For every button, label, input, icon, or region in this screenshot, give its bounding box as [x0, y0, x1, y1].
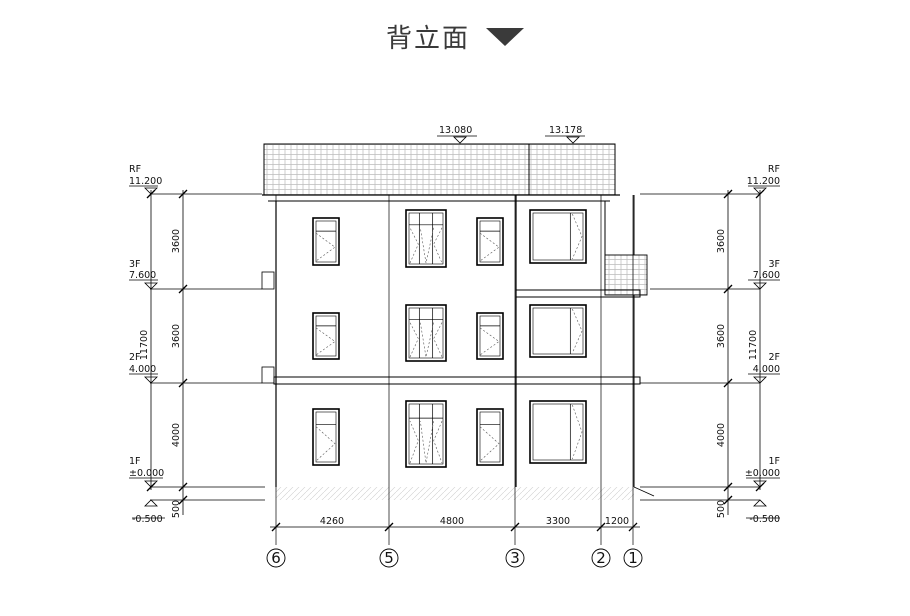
left-level-value: ±0.000	[129, 468, 164, 479]
dim-text: 500	[716, 500, 727, 518]
left-level-name: RF	[129, 164, 141, 175]
svg-text:3: 3	[510, 549, 520, 567]
left-level-value: 7.600	[129, 270, 156, 281]
window	[529, 304, 587, 358]
canopy-roof	[604, 254, 648, 296]
svg-text:1: 1	[628, 549, 638, 567]
left-level-labels: RF 11.200 3F 7.600 2F 4.000 1F ±0.000 -0…	[129, 164, 164, 525]
dim-text: 4800	[440, 516, 464, 527]
dim-text: 3300	[546, 516, 570, 527]
left-vertical-dimensions: 3600 3600 4000 500 11700	[139, 229, 182, 518]
grid-lines	[270, 195, 640, 545]
building-elevation	[261, 143, 655, 500]
title-text: 背立面	[385, 24, 470, 54]
main-roof	[263, 143, 530, 196]
right-level-name: RF	[768, 164, 780, 175]
balcony-slab	[515, 289, 641, 298]
dim-text: 3600	[716, 229, 727, 253]
axis-bubble: 3	[505, 548, 525, 568]
title-triangle-icon	[486, 27, 524, 46]
axis-bubble: 5	[379, 548, 399, 568]
svg-text:6: 6	[271, 549, 281, 567]
right-level-value: -0.500	[749, 514, 780, 525]
window	[312, 408, 340, 466]
right-level-value: 4.000	[753, 364, 780, 375]
dim-text: 4000	[716, 423, 727, 447]
drawing-title: 背立面	[0, 18, 910, 58]
left-level-value: 11.200	[129, 176, 162, 187]
left-level-value: -0.500	[132, 514, 163, 525]
svg-text:5: 5	[384, 549, 394, 567]
left-level-name: 2F	[129, 352, 141, 363]
level-marker-icons	[144, 187, 767, 507]
window	[312, 312, 340, 360]
window	[405, 400, 447, 468]
dim-text: 1200	[605, 516, 629, 527]
roof-level-right: 13.178	[549, 125, 582, 136]
right-level-name: 1F	[768, 456, 780, 467]
right-level-value: 7.600	[753, 270, 780, 281]
axis-bubble: 1	[623, 548, 643, 568]
horizontal-dimensions: 4260 4800 3300 1200	[320, 516, 629, 527]
total-dim-text: 11700	[748, 330, 759, 360]
window	[476, 408, 504, 466]
window	[529, 209, 587, 264]
dim-text: 500	[171, 500, 182, 518]
windows	[312, 209, 587, 468]
window	[476, 312, 504, 360]
right-vertical-dimensions: 3600 3600 4000 500 11700	[716, 229, 759, 518]
axis-bubbles: 6 5 3 2 1	[266, 548, 643, 568]
left-level-value: 4.000	[129, 364, 156, 375]
dim-text: 3600	[171, 324, 182, 348]
window	[405, 209, 447, 268]
axis-bubble: 6	[266, 548, 286, 568]
roof-level-markers	[437, 135, 585, 144]
total-dim-text: 11700	[139, 330, 150, 360]
svg-text:2: 2	[596, 549, 606, 567]
window	[312, 217, 340, 266]
left-level-name: 1F	[129, 456, 141, 467]
level-underlines	[129, 185, 780, 519]
window	[405, 304, 447, 362]
right-level-value: 11.200	[747, 176, 780, 187]
horizontal-dim-ticks	[271, 522, 638, 532]
right-level-name: 3F	[768, 259, 780, 270]
roof-level-left: 13.080	[439, 125, 472, 136]
side-roof	[528, 143, 616, 196]
vertical-dimension-lines	[146, 189, 765, 515]
right-level-labels: RF 11.200 3F 7.600 2F 4.000 1F ±0.000 -0…	[745, 164, 780, 525]
window	[529, 400, 587, 464]
floor-band	[273, 376, 641, 385]
dim-text: 3600	[716, 324, 727, 348]
dim-text: 4260	[320, 516, 344, 527]
window	[476, 217, 504, 266]
right-level-value: ±0.000	[745, 468, 780, 479]
dim-text: 3600	[171, 229, 182, 253]
level-lines	[150, 193, 760, 501]
dim-text: 4000	[171, 423, 182, 447]
axis-bubble: 2	[591, 548, 611, 568]
right-level-name: 2F	[768, 352, 780, 363]
left-level-name: 3F	[129, 259, 141, 270]
